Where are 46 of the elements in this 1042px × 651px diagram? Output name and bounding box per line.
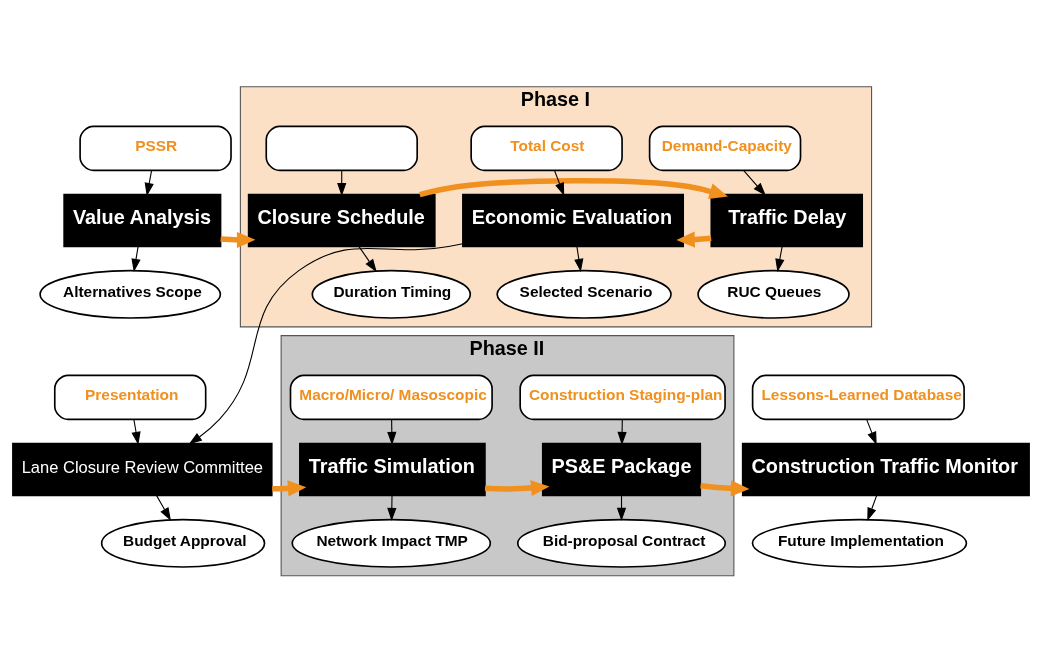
arrow: [554, 169, 565, 196]
node-box: Demand-Capacity: [648, 125, 802, 171]
arrow: [484, 479, 550, 496]
node-box: Macro/Micro/ Masoscopic: [289, 373, 493, 420]
arrow: [617, 418, 627, 445]
arrow: [775, 245, 785, 272]
arrow: [676, 231, 712, 248]
arrow: [272, 479, 307, 496]
node-box: [265, 125, 418, 171]
node-box: Value Analysis: [63, 193, 222, 247]
node-ellipse: Budget Approval: [100, 518, 266, 568]
node-ellipse: Network Impact TMP: [291, 518, 492, 568]
arrow: [156, 494, 171, 521]
arrow: [700, 479, 750, 496]
arrow: [144, 169, 154, 196]
node-box: Lessons-Learned Database: [751, 373, 965, 420]
arrow: [387, 494, 397, 521]
arrow: [419, 177, 728, 199]
arrow: [131, 418, 141, 445]
node-box: Construction Traffic Monitor: [741, 442, 1030, 496]
node-box: Traffic Simulation: [299, 442, 486, 496]
node-box: Lane Closure Review Committee: [12, 442, 273, 496]
arrow: [220, 231, 256, 248]
node-ellipse: Alternatives Scope: [39, 269, 222, 319]
arrow: [131, 245, 141, 272]
arrow: [358, 245, 377, 272]
node-ellipse: RUC Queues: [697, 269, 850, 319]
node-box: Traffic Delay: [710, 193, 864, 247]
arrow: [866, 418, 877, 445]
arrow: [867, 494, 878, 521]
node-ellipse: Future Implementation: [751, 518, 968, 568]
node-box: Presentation: [53, 373, 207, 420]
arrow: [387, 418, 397, 445]
node-box: Economic Evaluation: [462, 193, 685, 247]
arrow: [337, 169, 347, 196]
node-box: Construction Staging-plan: [519, 373, 726, 420]
node-box: PSSR: [79, 125, 232, 171]
node-ellipse: Bid-proposal Contract: [516, 518, 727, 568]
arrow: [188, 242, 464, 444]
node-ellipse: Selected Scenario: [496, 269, 672, 319]
node-box: Closure Schedule: [247, 193, 436, 247]
node-ellipse: Duration Timing: [311, 269, 472, 319]
node-box: PS&E Package: [541, 442, 702, 496]
arrow: [743, 169, 766, 196]
arrow: [574, 245, 584, 272]
node-box: Total Cost: [470, 125, 623, 171]
